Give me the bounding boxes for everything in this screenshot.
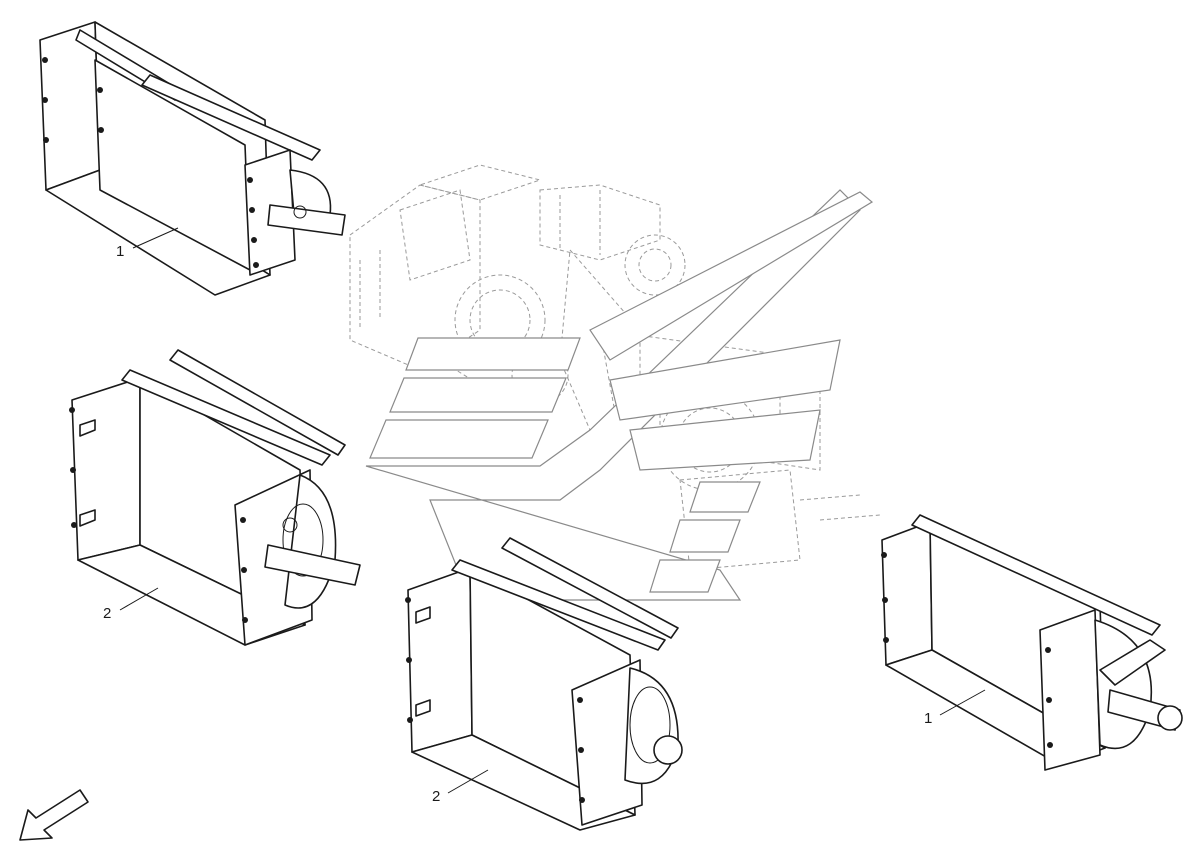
part-1-top-left [39, 21, 346, 296]
part-2-bottom-center [405, 537, 683, 831]
chevron-watermark-logo [365, 189, 874, 601]
callout-1-right: 1 [924, 710, 933, 727]
part-1-right [881, 514, 1183, 771]
callout-2-bottom-center: 2 [432, 788, 441, 805]
callout-leaders [119, 227, 986, 794]
part-2-mid-left [69, 349, 361, 646]
callout-1-top-left: 1 [116, 243, 125, 260]
arrow-down-left-icon [19, 789, 89, 841]
callout-2-mid-left: 2 [103, 605, 112, 622]
